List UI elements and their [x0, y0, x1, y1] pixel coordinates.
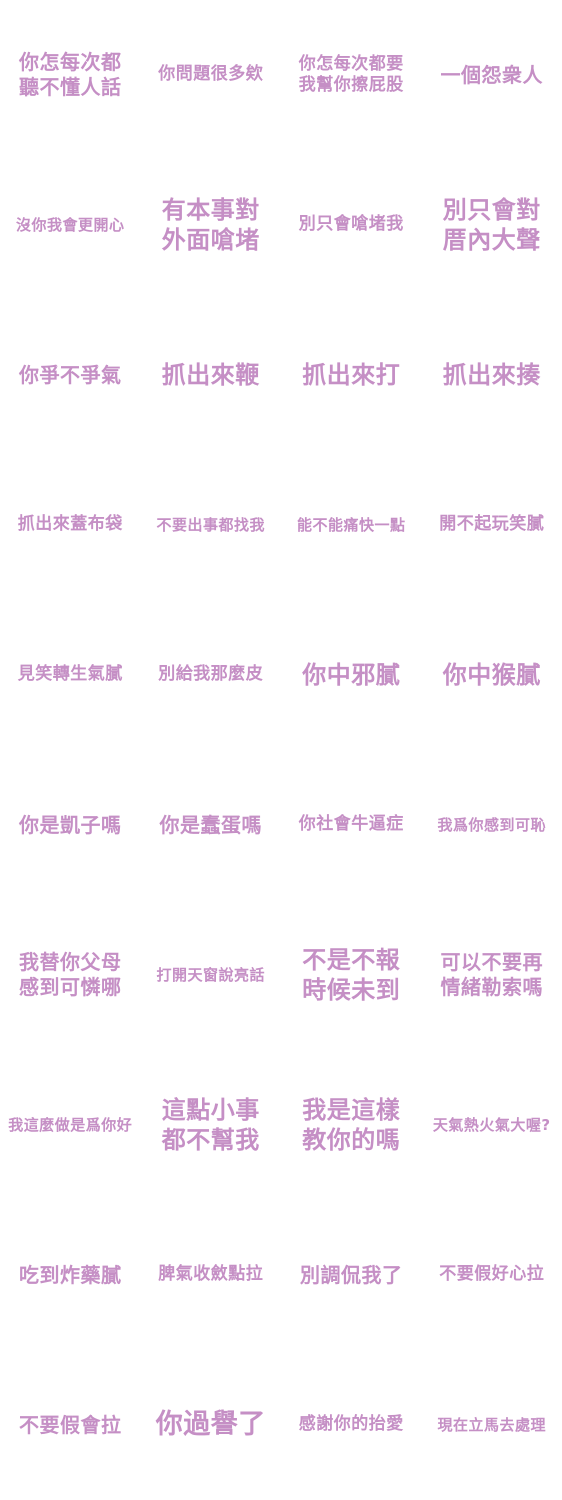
sticker-text: 你中猴膩 [442, 661, 541, 689]
sticker-text: 脾氣收斂點拉 [158, 1264, 264, 1285]
sticker-cell[interactable]: 我替你父母 感到可憐哪 [0, 900, 141, 1050]
sticker-text: 你中邪膩 [302, 661, 401, 689]
sticker-cell[interactable]: 你問題很多欸 [141, 0, 282, 150]
sticker-cell[interactable]: 沒你我會更開心 [0, 150, 141, 300]
sticker-cell[interactable]: 你是蠢蛋嗎 [141, 750, 282, 900]
sticker-text: 這點小事 都不幫我 [161, 1096, 260, 1154]
sticker-text: 你爭不爭氣 [19, 362, 122, 387]
sticker-text: 吃到炸藥膩 [19, 1262, 122, 1287]
sticker-text: 一個怨衆人 [440, 62, 543, 87]
sticker-cell[interactable]: 打開天窗說亮話 [141, 900, 282, 1050]
sticker-cell[interactable]: 不要假會拉 [0, 1350, 141, 1500]
sticker-cell[interactable]: 現在立馬去處理 [422, 1350, 562, 1500]
sticker-cell[interactable]: 你是凱子嗎 [0, 750, 141, 900]
sticker-text: 你怎每次都 聽不懂人話 [19, 50, 122, 99]
sticker-cell[interactable]: 你爭不爭氣 [0, 300, 141, 450]
sticker-text: 天氣熱火氣大喔? [432, 1115, 551, 1134]
sticker-text: 能不能痛快一點 [296, 515, 406, 534]
sticker-cell[interactable]: 你中猴膩 [422, 600, 562, 750]
sticker-text: 沒你我會更開心 [15, 215, 125, 234]
sticker-text: 我是這樣 教你的嗎 [302, 1096, 401, 1154]
sticker-text: 別調侃我了 [300, 1262, 403, 1287]
sticker-cell[interactable]: 不要出事都找我 [141, 450, 282, 600]
sticker-cell[interactable]: 別只會對 厝內大聲 [422, 150, 562, 300]
sticker-cell[interactable]: 天氣熱火氣大喔? [422, 1050, 562, 1200]
sticker-cell[interactable]: 你社會牛逼症 [281, 750, 422, 900]
sticker-text: 我爲你感到可恥 [437, 815, 546, 834]
sticker-cell[interactable]: 你過譽了 [141, 1350, 282, 1500]
sticker-text: 我這麼做是爲你好 [8, 1115, 133, 1134]
sticker-text: 你社會牛逼症 [298, 814, 404, 835]
sticker-text: 別只會嗆堵我 [298, 214, 404, 235]
sticker-cell[interactable]: 見笑轉生氣膩 [0, 600, 141, 750]
sticker-cell[interactable]: 開不起玩笑膩 [422, 450, 562, 600]
sticker-cell[interactable]: 我爲你感到可恥 [422, 750, 562, 900]
sticker-cell[interactable]: 能不能痛快一點 [281, 450, 422, 600]
sticker-text: 不要假會拉 [19, 1412, 122, 1437]
sticker-text: 抓出來蓋布袋 [17, 514, 123, 535]
sticker-cell[interactable]: 吃到炸藥膩 [0, 1200, 141, 1350]
sticker-text: 別只會對 厝內大聲 [442, 196, 541, 254]
sticker-text: 你是蠢蛋嗎 [159, 812, 262, 837]
sticker-cell[interactable]: 感謝你的抬愛 [281, 1350, 422, 1500]
sticker-cell[interactable]: 別只會嗆堵我 [281, 150, 422, 300]
sticker-cell[interactable]: 別給我那麼皮 [141, 600, 282, 750]
sticker-cell[interactable]: 你怎每次都 聽不懂人話 [0, 0, 141, 150]
sticker-cell[interactable]: 這點小事 都不幫我 [141, 1050, 282, 1200]
sticker-text: 見笑轉生氣膩 [17, 664, 123, 685]
sticker-cell[interactable]: 可以不要再 情緒勒索嗎 [422, 900, 562, 1050]
sticker-text: 你問題很多欸 [158, 64, 264, 85]
sticker-text: 我替你父母 感到可憐哪 [19, 950, 122, 999]
sticker-cell[interactable]: 有本事對 外面嗆堵 [141, 150, 282, 300]
sticker-text: 打開天窗說亮話 [156, 965, 265, 984]
sticker-cell[interactable]: 你中邪膩 [281, 600, 422, 750]
sticker-cell[interactable]: 我是這樣 教你的嗎 [281, 1050, 422, 1200]
sticker-text: 不是不報 時候未到 [302, 946, 401, 1004]
sticker-text: 有本事對 外面嗆堵 [161, 196, 260, 254]
sticker-cell[interactable]: 不要假好心拉 [422, 1200, 562, 1350]
sticker-cell[interactable]: 不是不報 時候未到 [281, 900, 422, 1050]
sticker-cell[interactable]: 抓出來蓋布袋 [0, 450, 141, 600]
sticker-cell[interactable]: 抓出來揍 [422, 300, 562, 450]
sticker-cell[interactable]: 抓出來鞭 [141, 300, 282, 450]
sticker-text: 你怎每次都要 我幫你擦屁股 [298, 53, 404, 95]
sticker-text: 不要出事都找我 [156, 515, 265, 534]
sticker-text: 不要假好心拉 [439, 1264, 545, 1285]
sticker-cell[interactable]: 一個怨衆人 [422, 0, 562, 150]
sticker-text: 現在立馬去處理 [437, 1415, 546, 1434]
sticker-text: 別給我那麼皮 [158, 664, 264, 685]
sticker-text: 抓出來鞭 [161, 361, 260, 389]
sticker-text: 可以不要再 情緒勒索嗎 [440, 950, 543, 999]
sticker-cell[interactable]: 抓出來打 [281, 300, 422, 450]
sticker-text: 抓出來打 [302, 361, 401, 389]
sticker-cell[interactable]: 脾氣收斂點拉 [141, 1200, 282, 1350]
sticker-text: 你過譽了 [155, 1409, 266, 1441]
sticker-text: 你是凱子嗎 [19, 812, 122, 837]
sticker-text: 開不起玩笑膩 [439, 514, 545, 535]
sticker-text: 感謝你的抬愛 [298, 1414, 404, 1435]
sticker-cell[interactable]: 別調侃我了 [281, 1200, 422, 1350]
sticker-cell[interactable]: 你怎每次都要 我幫你擦屁股 [281, 0, 422, 150]
sticker-cell[interactable]: 我這麼做是爲你好 [0, 1050, 141, 1200]
sticker-text: 抓出來揍 [442, 361, 541, 389]
